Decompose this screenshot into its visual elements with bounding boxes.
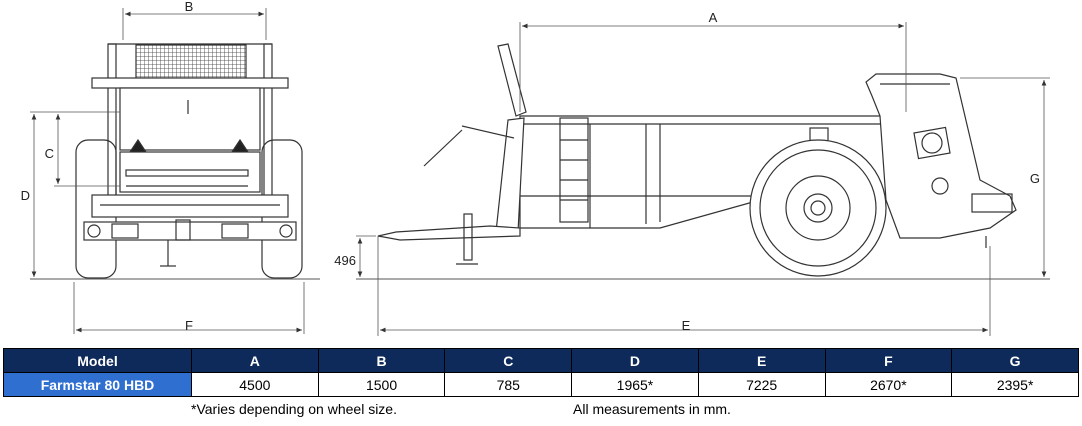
header-f: F (824, 348, 953, 373)
side-view (356, 43, 1050, 280)
spec-table-header-row: Model A B C D E F G (3, 348, 1079, 373)
value-f-cell: 2670* (824, 372, 953, 397)
dimension-drawing: B C D F (21, 0, 1050, 336)
dim-label-hitch-height: 496 (334, 253, 356, 268)
dim-label-a: A (709, 10, 718, 25)
header-d: D (571, 348, 699, 373)
dim-label-d: D (21, 188, 30, 203)
header-g: G (951, 348, 1079, 373)
dim-label-g: G (1030, 171, 1040, 186)
header-a: A (191, 348, 319, 373)
value-c-cell: 785 (444, 372, 573, 397)
value-e-cell: 7225 (697, 372, 826, 397)
header-c: C (444, 348, 573, 373)
dim-label-c: C (45, 146, 54, 161)
value-a-cell: 4500 (191, 372, 319, 397)
front-dimensions (30, 8, 305, 334)
table-row: Farmstar 80 HBD 4500 1500 785 1965* 7225… (3, 372, 1079, 397)
dim-label-f: F (185, 318, 193, 333)
header-e: E (697, 348, 826, 373)
model-name-cell: Farmstar 80 HBD (3, 372, 192, 397)
units-note: All measurements in mm. (573, 401, 731, 417)
value-d-cell: 1965* (571, 372, 699, 397)
dim-label-e: E (682, 318, 691, 333)
side-dimensions (356, 22, 1050, 336)
value-b-cell: 1500 (317, 372, 446, 397)
header-b: B (317, 348, 446, 373)
front-view (30, 43, 320, 280)
dim-label-b: B (185, 0, 194, 14)
spec-table: Model A B C D E F G Farmstar 80 HBD 4500… (3, 348, 1079, 397)
footnote: *Varies depending on wheel size. (191, 401, 397, 417)
header-model: Model (3, 348, 192, 373)
value-g-cell: 2395* (951, 372, 1079, 397)
